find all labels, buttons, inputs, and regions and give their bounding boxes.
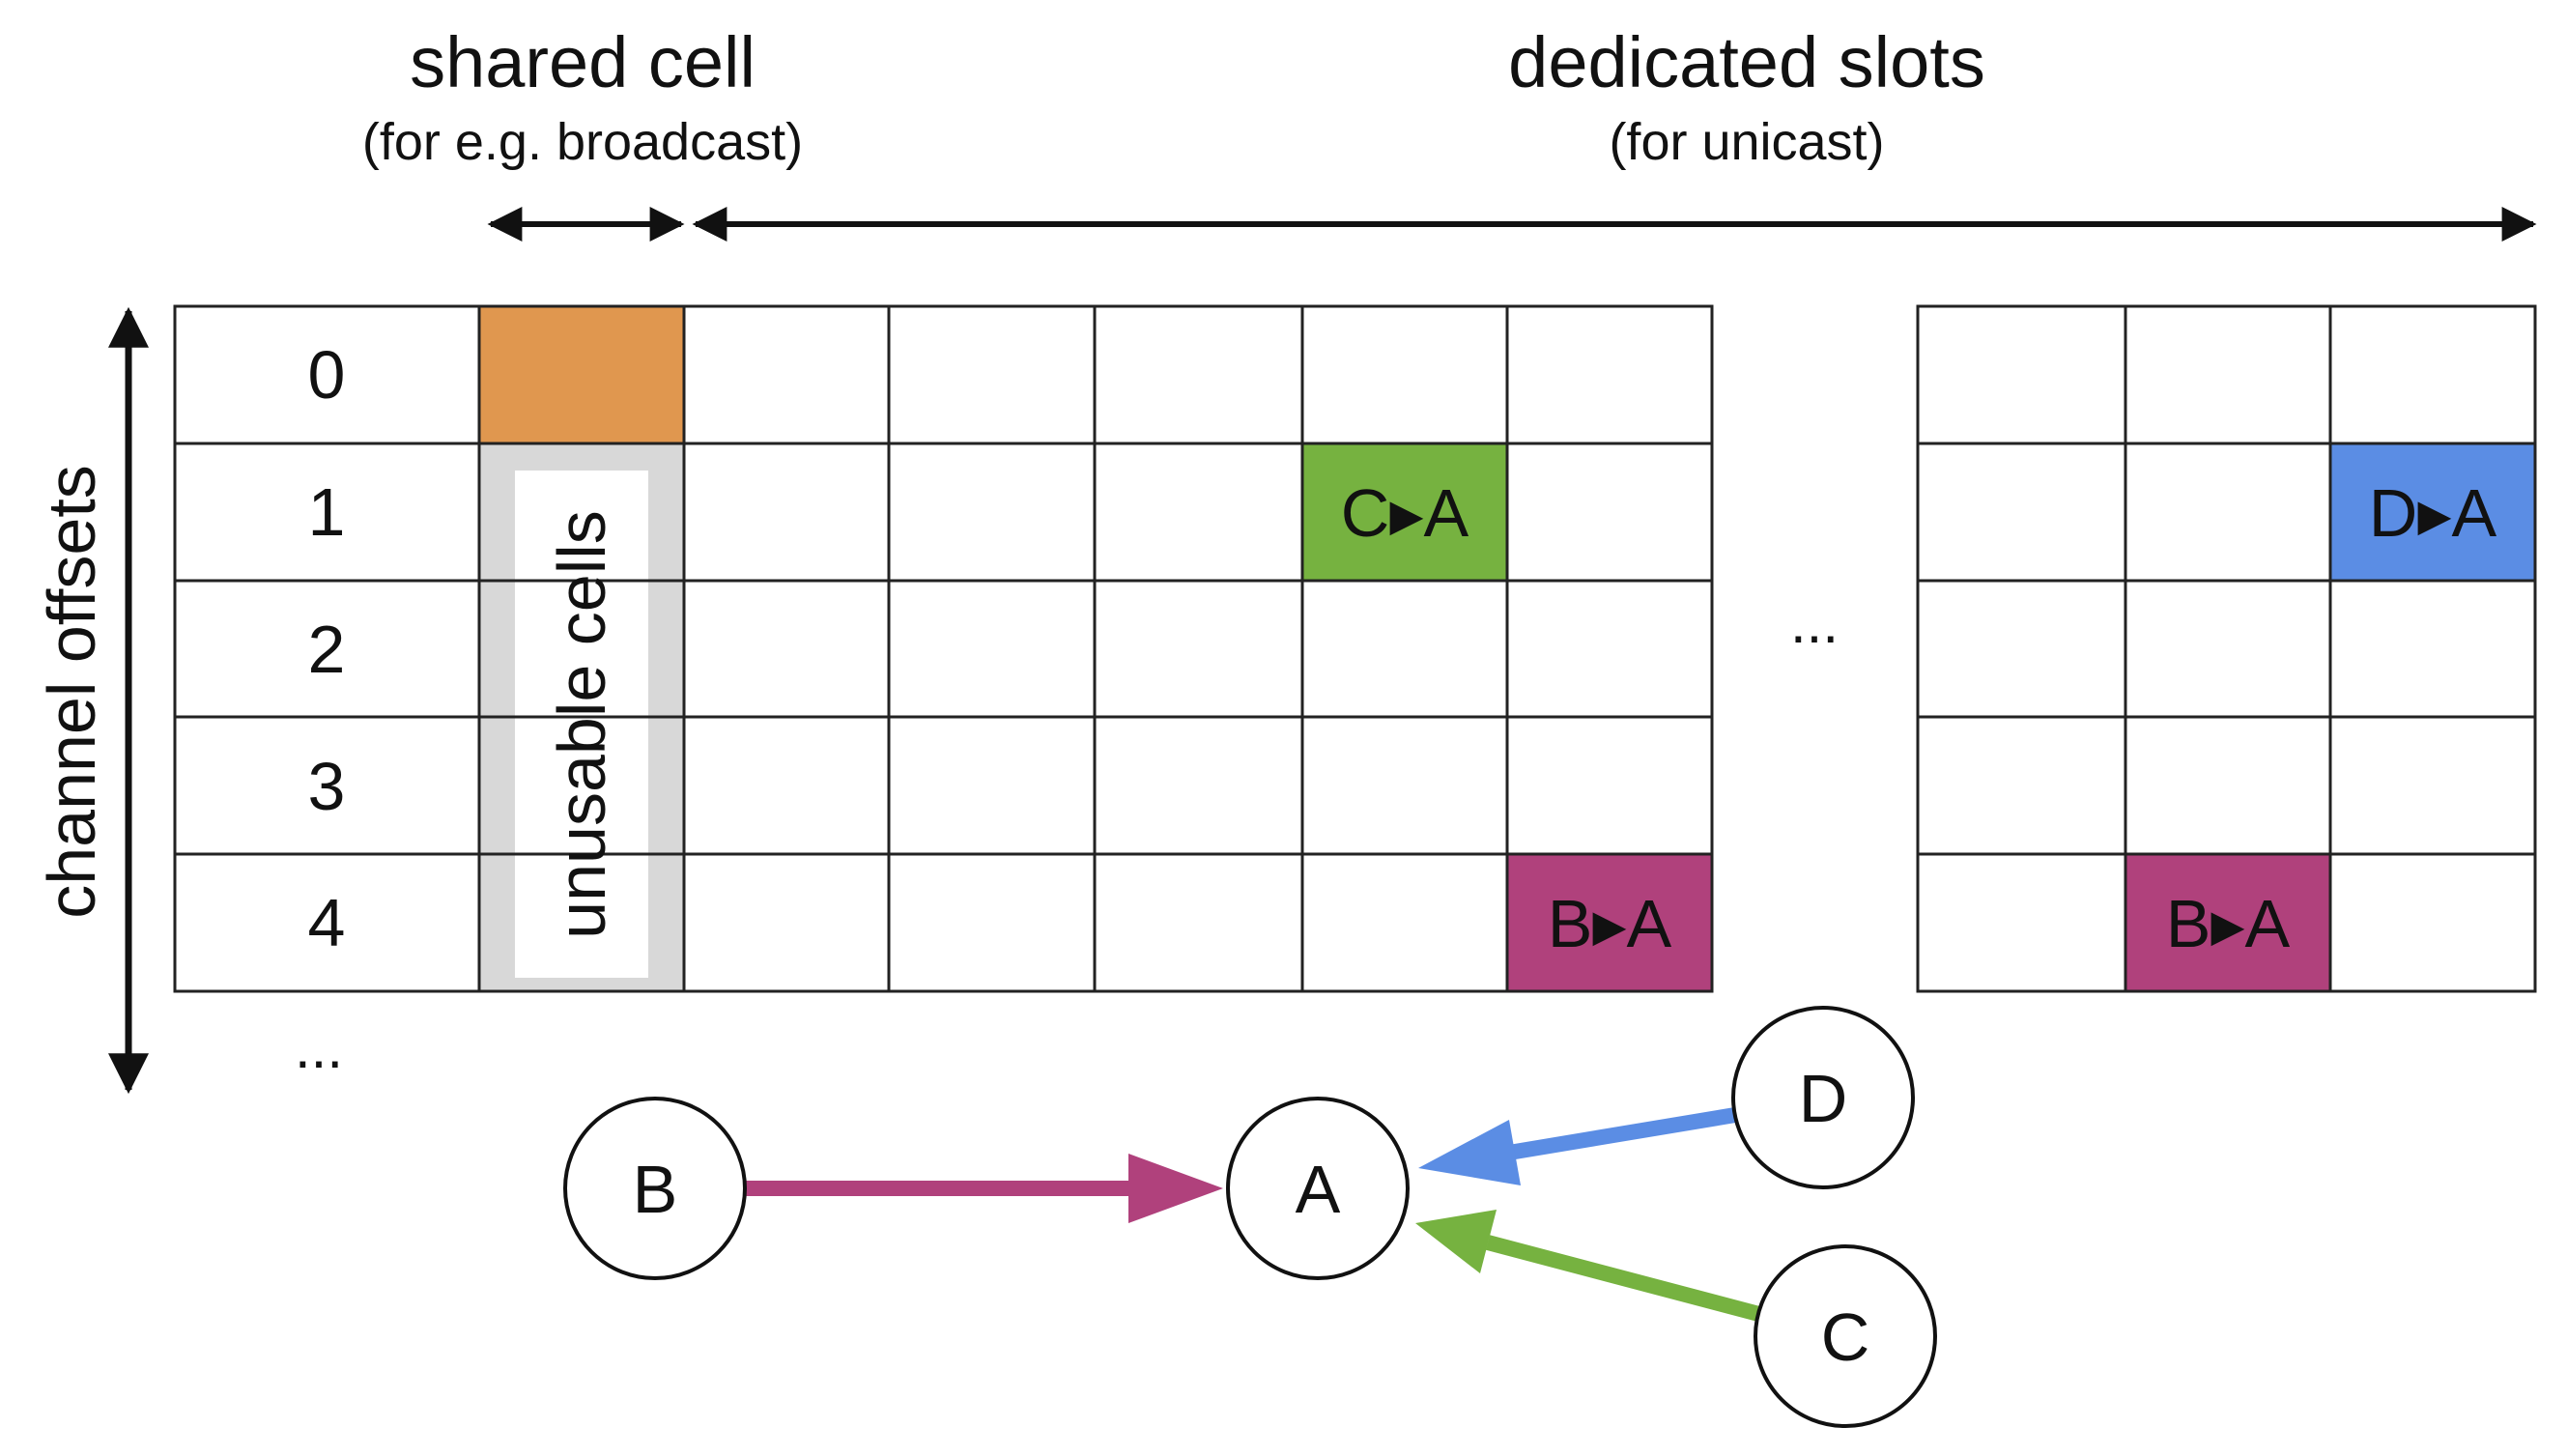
unusable-label-box	[515, 471, 648, 978]
dedicated-slots-subtitle: (for unicast)	[1609, 113, 1884, 171]
shared-cell	[479, 306, 684, 443]
left-grid	[173, 304, 1714, 993]
cell-d-to-a	[2330, 443, 2535, 581]
channel-offsets-label: channel offsets	[34, 465, 109, 919]
node-a: A	[1226, 1097, 1410, 1280]
link-b-to-a	[745, 1154, 1223, 1223]
node-b: B	[563, 1097, 747, 1280]
cell-b-to-a-left-label: B▸A	[1548, 886, 1672, 961]
cell-b-to-a-right-label: B▸A	[2166, 886, 2291, 961]
cell-c-to-a-label: C▸A	[1341, 475, 1469, 551]
right-grid	[1916, 304, 2537, 993]
link-c-to-a	[1415, 1210, 1769, 1324]
gap-ellipsis: ...	[1790, 590, 1839, 655]
node-a-label: A	[1296, 1152, 1341, 1227]
channel-label-2: 2	[308, 612, 346, 687]
cell-d-to-a-label: D▸A	[2369, 475, 2497, 551]
channel-label-4: 4	[308, 885, 346, 960]
cell-b-to-a-right	[2125, 854, 2330, 991]
node-c-label: C	[1821, 1299, 1870, 1375]
node-c: C	[1754, 1244, 1937, 1428]
row-ellipsis: ...	[295, 1015, 343, 1080]
link-d-to-a	[1418, 1106, 1743, 1185]
channel-label-0: 0	[308, 337, 346, 413]
unusable-cells-label: unusable cells	[544, 510, 619, 939]
node-d-label: D	[1799, 1061, 1848, 1136]
channel-label-1: 1	[308, 474, 346, 550]
shared-cell-subtitle: (for e.g. broadcast)	[362, 113, 803, 171]
shared-cell-title: shared cell	[410, 22, 756, 102]
cell-c-to-a	[1302, 443, 1507, 581]
node-d: D	[1731, 1006, 1915, 1189]
cell-b-to-a-left	[1507, 854, 1712, 991]
node-b-label: B	[633, 1152, 678, 1227]
channel-label-3: 3	[308, 749, 346, 824]
dedicated-slots-title: dedicated slots	[1508, 22, 1985, 102]
